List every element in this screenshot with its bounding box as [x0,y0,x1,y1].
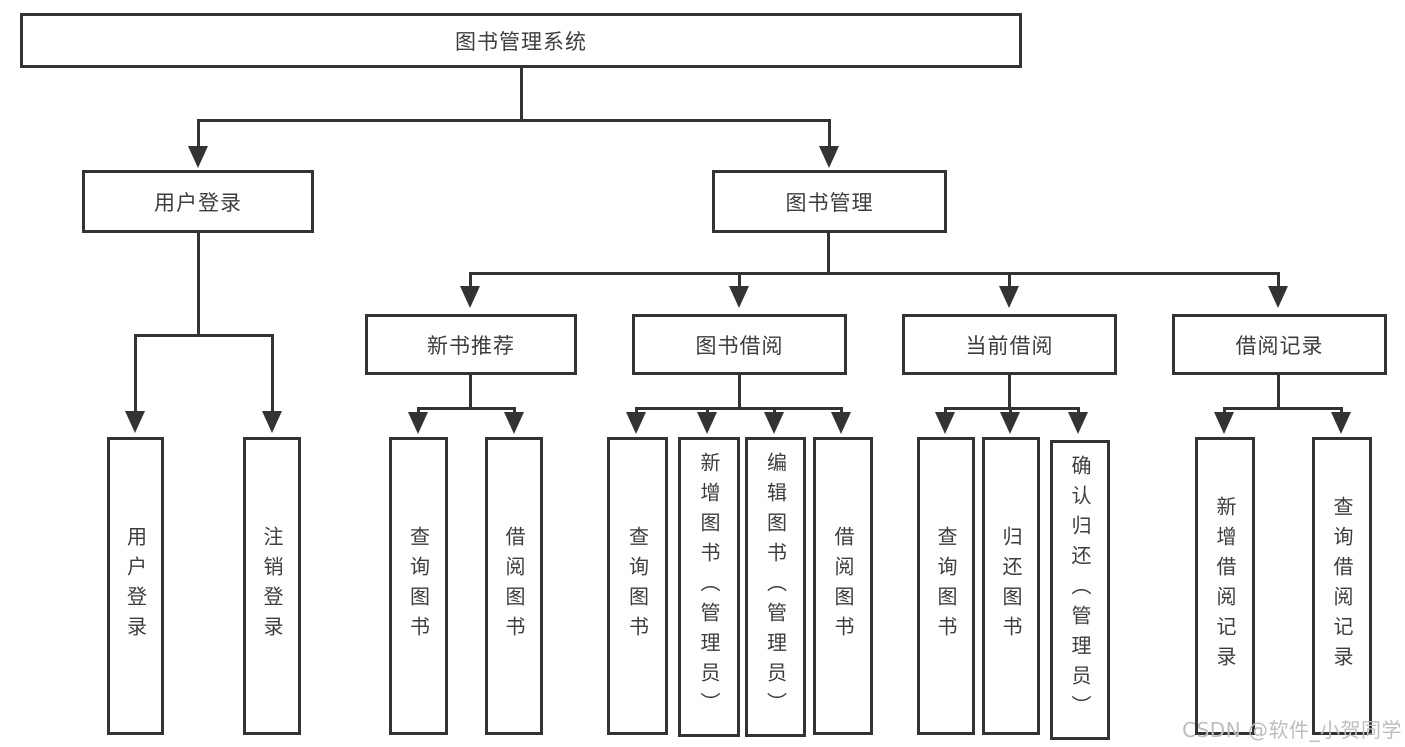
arrowhead-down-icon [504,412,524,434]
arrowhead-down-icon [764,412,784,434]
node-br-query-record: 查询借阅记录 [1312,437,1372,735]
connector-line [1277,375,1280,409]
connector-line [944,407,1080,410]
connector-line [1009,407,1012,415]
node-book-management: 图书管理 [712,170,947,233]
node-new-book-recommend: 新书推荐 [365,314,577,375]
connector-line [134,334,137,413]
arrowhead-down-icon [262,411,282,433]
node-book-borrow: 图书借阅 [632,314,847,375]
arrowhead-down-icon [999,286,1019,308]
connector-line [469,375,472,409]
connector-line [197,233,200,337]
connector-line [738,375,741,409]
connector-line [1223,407,1226,415]
node-bb-edit-books-admin: 编辑图书（管理员） [745,437,806,737]
connector-line [197,119,831,122]
arrowhead-down-icon [188,146,208,168]
node-cb-query-books: 查询图书 [917,437,975,735]
node-leaf-logout: 注销登录 [243,437,301,735]
connector-line [134,334,274,337]
arrowhead-down-icon [729,286,749,308]
arrowhead-down-icon [408,412,428,434]
node-borrow-record: 借阅记录 [1172,314,1387,375]
connector-line [271,334,274,413]
connector-line [197,119,200,149]
node-user-login: 用户登录 [82,170,314,233]
connector-line [635,407,843,410]
connector-line [513,407,516,415]
connector-line [1008,375,1011,409]
arrowhead-down-icon [1268,286,1288,308]
connector-line [773,407,776,415]
node-leaf-user-login: 用户登录 [107,437,164,735]
connector-line [1340,407,1343,415]
node-cb-confirm-return-admin: 确认归还（管理员） [1050,440,1110,740]
node-bb-query-books: 查询图书 [607,437,668,735]
connector-line [469,272,1280,275]
csdn-watermark: CSDN @软件_小贺同学 [1182,718,1402,742]
connector-line [1223,407,1342,410]
node-current-borrow: 当前借阅 [902,314,1117,375]
node-bb-add-books-admin: 新增图书（管理员） [678,437,740,737]
connector-line [840,407,843,415]
connector-line [1277,272,1280,288]
arrowhead-down-icon [1331,412,1351,434]
arrowhead-down-icon [831,412,851,434]
connector-line [469,272,472,288]
arrowhead-down-icon [819,146,839,168]
arrowhead-down-icon [1068,412,1088,434]
node-root: 图书管理系统 [20,13,1022,68]
arrowhead-down-icon [1000,412,1020,434]
connector-line [827,233,830,275]
arrowhead-down-icon [935,412,955,434]
connector-line [1008,272,1011,288]
connector-line [944,407,947,415]
connector-line [706,407,709,415]
connector-line [738,272,741,288]
arrowhead-down-icon [460,286,480,308]
arrowhead-down-icon [626,412,646,434]
connector-line [1077,407,1080,415]
arrowhead-down-icon [697,412,717,434]
arrowhead-down-icon [1214,412,1234,434]
node-bb-borrow-books: 借阅图书 [813,437,873,735]
connector-line [635,407,638,415]
node-cb-return-books: 归还图书 [982,437,1040,735]
node-nb-borrow-books: 借阅图书 [485,437,543,735]
connector-line [828,119,831,149]
node-nb-query-books: 查询图书 [389,437,448,735]
node-br-add-record: 新增借阅记录 [1195,437,1255,735]
arrowhead-down-icon [125,411,145,433]
connector-line [417,407,420,415]
connector-line [417,407,516,410]
connector-line [520,68,523,119]
